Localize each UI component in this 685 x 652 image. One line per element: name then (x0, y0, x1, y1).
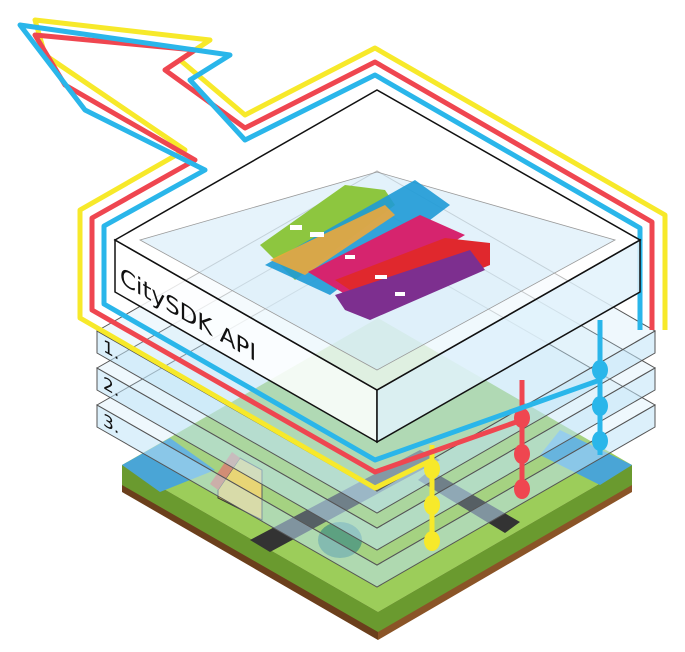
citysdk-logo (260, 180, 490, 320)
data-flow-arrow (17, 17, 668, 491)
connector-dots (424, 360, 608, 551)
